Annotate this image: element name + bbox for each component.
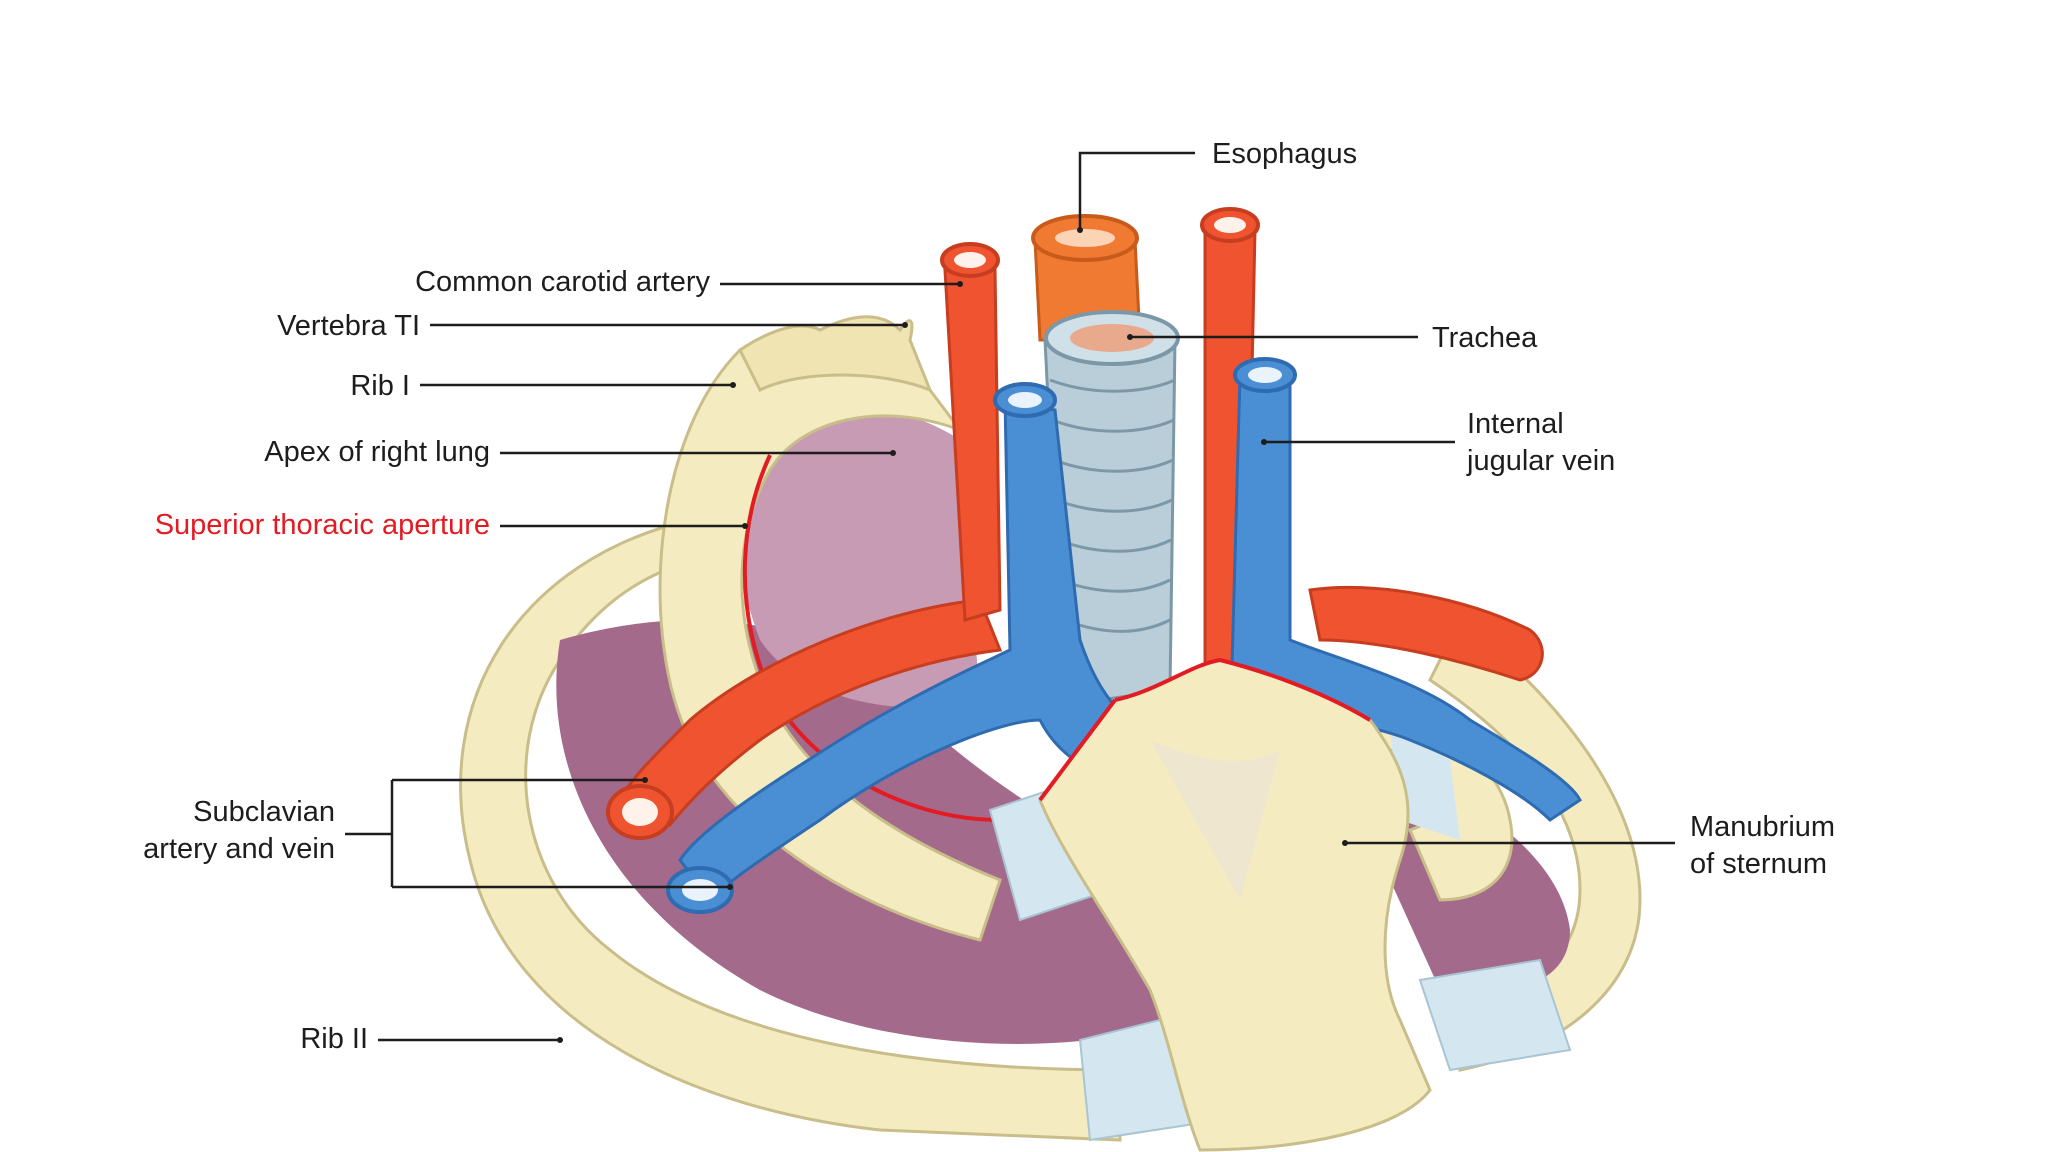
- label-vertebra-ti: Vertebra TI: [277, 310, 420, 342]
- label-superior-thoracic-aperture: Superior thoracic aperture: [154, 509, 490, 541]
- leader-lines: [345, 151, 1675, 1042]
- label-internal-jugular-line2: jugular vein: [1467, 445, 1616, 477]
- label-manubrium-line2: of sternum: [1690, 848, 1827, 880]
- label-trachea: Trachea: [1432, 322, 1538, 354]
- label-internal-jugular-line1: Internal: [1467, 408, 1564, 440]
- common-carotid-arteries: [940, 207, 1260, 702]
- subclavian-artery: [606, 598, 1003, 840]
- label-subclavian-line1: Subclavian: [193, 796, 335, 828]
- label-manubrium-line1: Manubrium: [1690, 811, 1836, 843]
- label-common-carotid-artery: Common carotid artery: [415, 266, 710, 298]
- label-esophagus: Esophagus: [1212, 138, 1358, 170]
- manubrium: [1038, 657, 1432, 1152]
- label-apex-right-lung: Apex of right lung: [264, 436, 490, 468]
- right-subclavian-artery: [1308, 585, 1544, 682]
- label-rib-ii: Rib II: [300, 1023, 368, 1055]
- label-rib-i: Rib I: [350, 370, 410, 402]
- rib-i: [658, 315, 1002, 942]
- label-subclavian-line2: artery and vein: [143, 833, 335, 865]
- leader-dots: [557, 227, 1348, 1043]
